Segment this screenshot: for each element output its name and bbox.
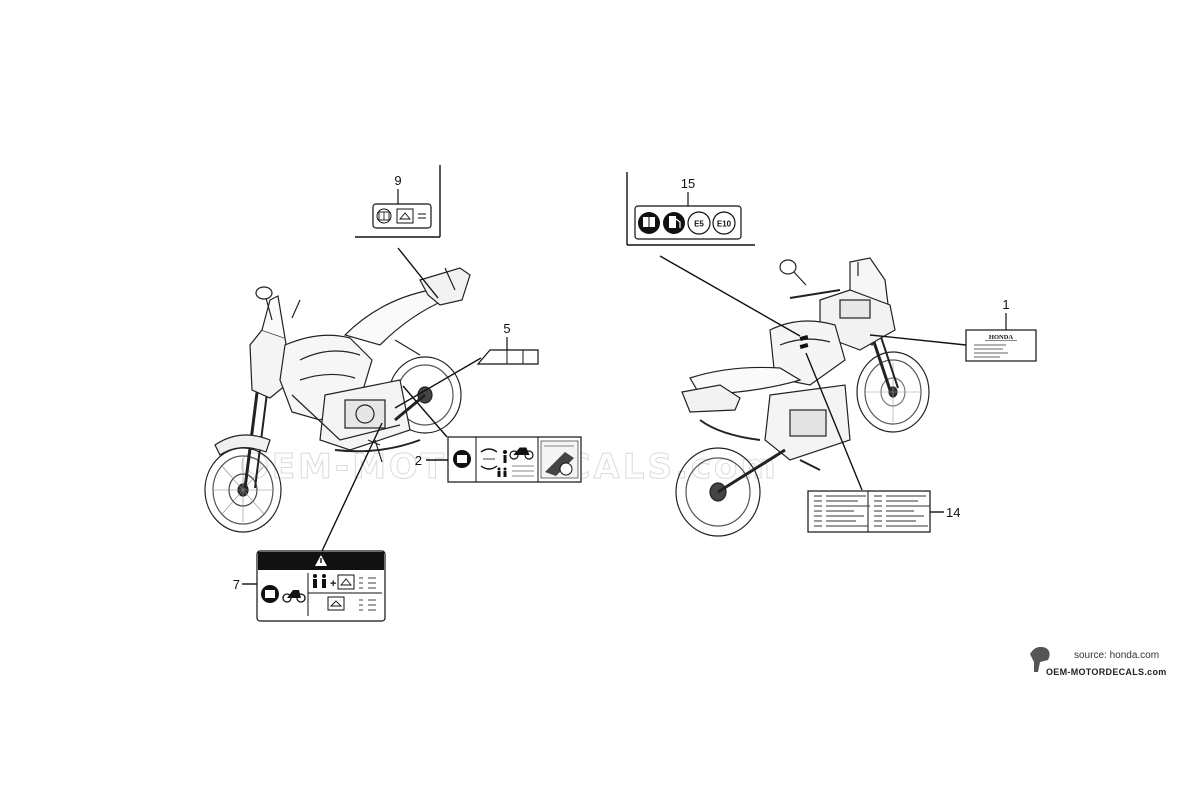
e5-text: E5 <box>694 220 704 229</box>
leader-lines <box>242 247 967 585</box>
source-site-text: OEM-MOTORDECALS.com <box>1046 667 1167 677</box>
leader-7a <box>321 422 383 552</box>
label-7: + <box>256 550 386 622</box>
svg-text:+: + <box>330 578 336 590</box>
callout-2: 2 <box>415 453 422 468</box>
rider-icon <box>497 450 507 477</box>
luggage-icon <box>327 574 355 611</box>
callout-numbers: 9 15 5 2 7 1 14 <box>233 173 1010 592</box>
manual-book-icon <box>376 208 392 224</box>
warning-triangle-icon <box>315 555 327 566</box>
callout-15: 15 <box>681 176 695 191</box>
motorcycle-icon <box>509 447 534 460</box>
callout-9: 9 <box>394 173 401 188</box>
leader-14a <box>805 352 863 491</box>
label-markers <box>799 335 809 349</box>
label-9 <box>372 203 432 229</box>
callout-7: 7 <box>233 577 240 592</box>
label-5 <box>476 349 539 365</box>
helmet-logo-icon <box>1030 646 1050 672</box>
e10-text: E10 <box>717 220 732 229</box>
callout-5: 5 <box>503 321 510 336</box>
e10-badge <box>712 211 736 235</box>
motorcycle-icon <box>282 590 306 603</box>
leader-9 <box>397 247 439 299</box>
label-1-brand: HONDA <box>989 334 1014 341</box>
leader-5 <box>394 357 482 409</box>
leader-15 <box>659 255 801 337</box>
luggage-icon <box>396 208 414 224</box>
label-15: E5 E10 <box>634 205 742 240</box>
label-2 <box>447 436 582 483</box>
callout-14: 14 <box>946 505 960 520</box>
leader-2a <box>402 385 448 438</box>
e5-badge <box>687 211 711 235</box>
label-14 <box>807 490 931 533</box>
label-15-frame <box>626 172 755 246</box>
rider-icon <box>313 574 326 588</box>
motorcycle-left-view <box>204 267 471 533</box>
label-1: HONDA <box>965 329 1037 362</box>
callout-1: 1 <box>1002 297 1009 312</box>
motorcycle-right-view <box>675 257 930 537</box>
label-9-frame <box>355 165 441 238</box>
source-logo <box>1030 646 1050 672</box>
source-text: source: honda.com <box>1074 650 1160 661</box>
leader-1 <box>869 334 967 346</box>
